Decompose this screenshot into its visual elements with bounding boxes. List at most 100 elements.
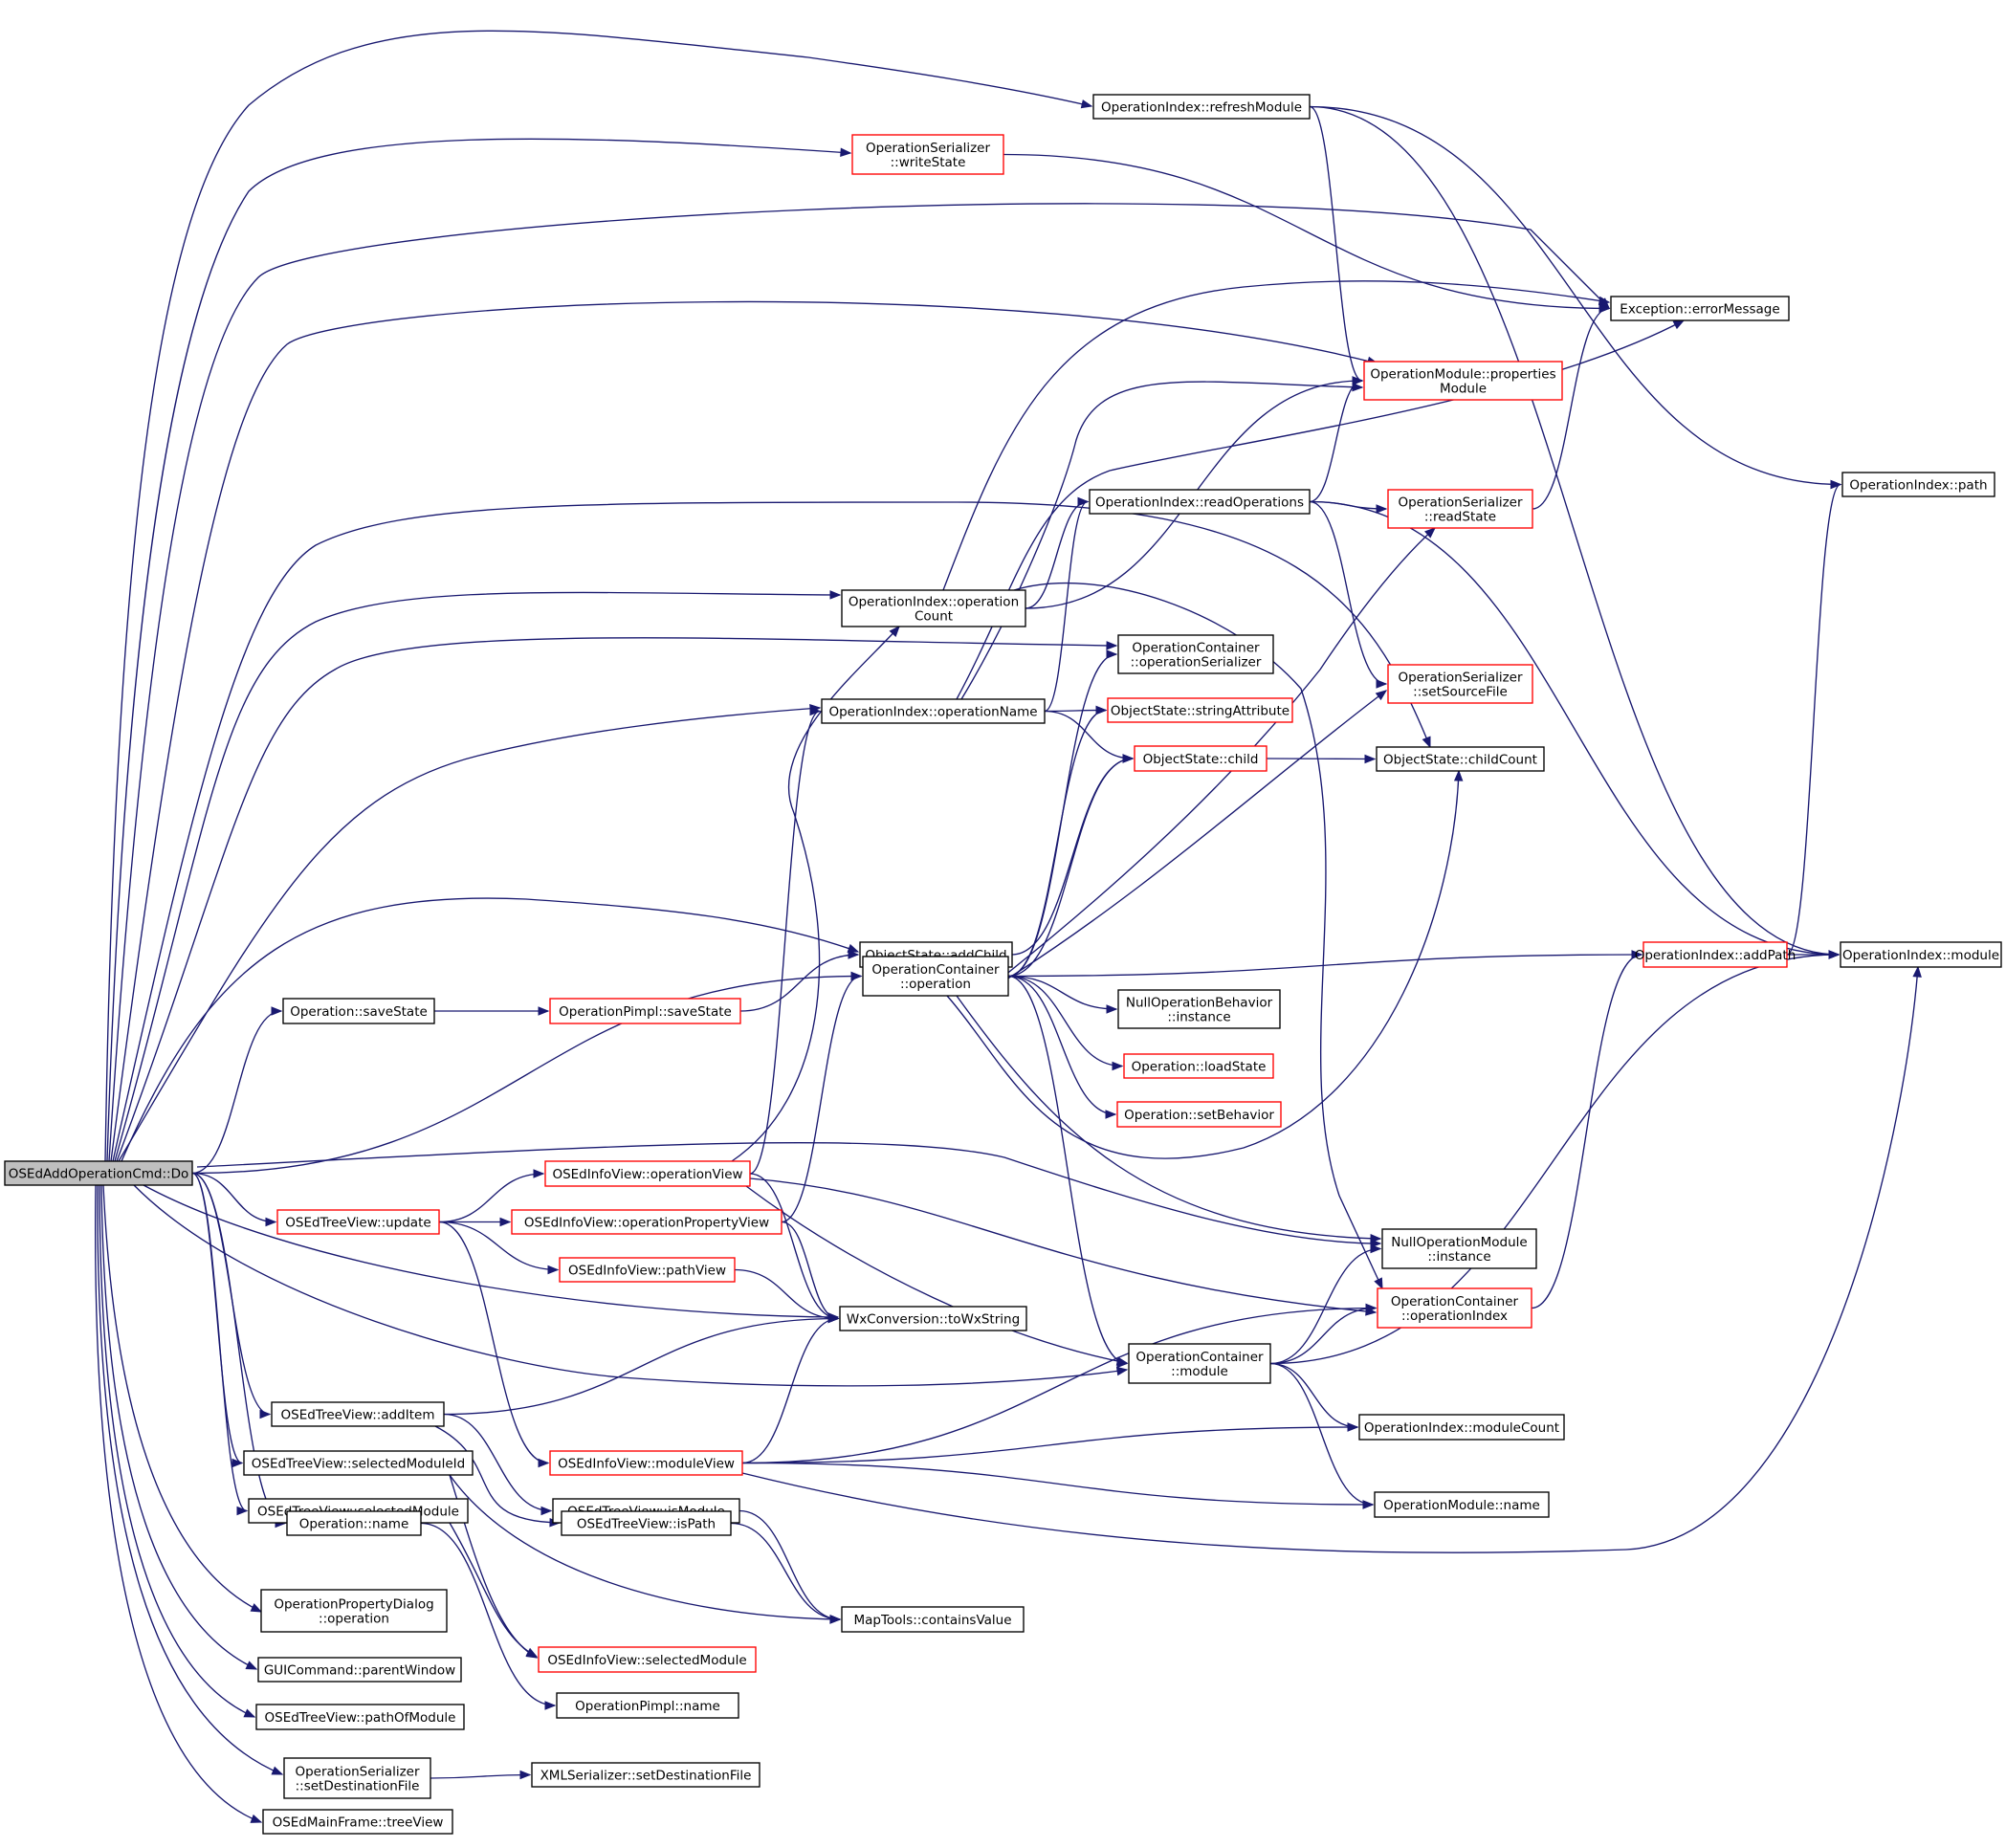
edge-root-to-parentWindow <box>100 1184 258 1670</box>
node-op-serializer[interactable]: OperationContainer::operationSerializer <box>1117 634 1274 674</box>
node-write-state[interactable]: OperationSerializer::writeState <box>851 134 1004 175</box>
edge-line <box>104 30 1092 1162</box>
edge-arrowhead <box>1370 1234 1382 1243</box>
node-set-dest-file[interactable]: OperationSerializer::setDestinationFile <box>283 1757 431 1799</box>
node-string-attr[interactable]: ObjectState::stringAttribute <box>1107 697 1293 723</box>
edge-addItem-to-isModule <box>443 1413 553 1516</box>
node-string-attr-box <box>1107 697 1293 723</box>
edge-arrowhead <box>250 1603 263 1613</box>
edge-line <box>745 1185 1128 1364</box>
edge-opSaveState-to-pimplSaveState <box>434 1006 550 1016</box>
edge-line <box>133 1184 1128 1387</box>
edge-arrowhead <box>1105 1110 1117 1119</box>
node-operation-name-box <box>286 1510 422 1536</box>
edge-arrowhead <box>519 1770 532 1780</box>
edge-readOperations-to-setSourceFile <box>1309 500 1388 689</box>
edge-line <box>1309 105 1841 486</box>
edge-root-to-addChild <box>121 897 860 1162</box>
node-null-behavior[interactable]: NullOperationBehavior::instance <box>1117 989 1281 1029</box>
node-selected-module-id[interactable]: OSEdTreeView::selectedModuleId <box>243 1450 474 1476</box>
node-os-child[interactable]: ObjectState::child <box>1134 745 1268 772</box>
node-operation-name[interactable]: Operation::name <box>286 1510 422 1536</box>
edge-arrowhead <box>889 625 900 637</box>
node-read-operations[interactable]: OperationIndex::readOperations <box>1089 489 1311 515</box>
node-child-count-box <box>1376 746 1545 772</box>
node-tree-update[interactable]: OSEdTreeView::update <box>276 1209 440 1235</box>
node-set-behavior[interactable]: Operation::setBehavior <box>1116 1101 1282 1128</box>
edge-arrowhead <box>1631 950 1643 959</box>
node-op-name[interactable]: OperationIndex::operationName <box>821 698 1046 724</box>
edge-line <box>97 1184 283 1775</box>
node-prop-dialog[interactable]: OperationPropertyDialog::operation <box>260 1589 448 1633</box>
node-null-behavior-label: NullOperationBehavior <box>1126 996 1273 1011</box>
edge-containerModule-to-nullModule <box>1269 1243 1382 1365</box>
node-null-module[interactable]: NullOperationModule::instance <box>1381 1228 1537 1269</box>
node-module-count-box <box>1358 1414 1565 1441</box>
node-tree-view-main[interactable]: OSEdMainFrame::treeView <box>262 1809 453 1835</box>
node-load-state[interactable]: Operation::loadState <box>1123 1053 1274 1079</box>
edge-containerOperation-to-setSourceFile <box>1005 690 1388 980</box>
node-path-view[interactable]: OSEdInfoView::pathView <box>559 1257 736 1283</box>
node-index-path[interactable]: OperationIndex::path <box>1841 472 1995 497</box>
node-root[interactable]: OSEdAddOperationCmd::Do <box>4 1160 193 1186</box>
edge-arrowhead <box>1115 1356 1129 1366</box>
node-op-save-state[interactable]: Operation::saveState <box>282 998 435 1024</box>
node-read-state[interactable]: OperationSerializer::readState <box>1387 489 1533 529</box>
edge-arrowhead <box>544 1701 557 1710</box>
node-op-save-state-box <box>282 998 435 1024</box>
node-add-path-label: OperationIndex::addPath <box>1635 948 1797 963</box>
node-module-count[interactable]: OperationIndex::moduleCount <box>1358 1414 1565 1441</box>
edge-line <box>191 1172 248 1512</box>
node-module-name[interactable]: OperationModule::name <box>1374 1491 1550 1518</box>
edge-arrowhead <box>547 1265 560 1275</box>
node-is-path[interactable]: OSEdTreeView::isPath <box>561 1510 732 1536</box>
node-op-save-state-label: Operation::saveState <box>290 1004 428 1020</box>
edge-containerOperation-to-childCount <box>946 769 1464 1159</box>
node-module-view-box <box>549 1450 743 1476</box>
edge-moduleView-to-indexModule <box>741 965 1922 1553</box>
node-is-path-label: OSEdTreeView::isPath <box>577 1517 716 1532</box>
node-index-path-label: OperationIndex::path <box>1849 478 1987 494</box>
node-pimpl-name[interactable]: OperationPimpl::name <box>556 1692 739 1719</box>
node-module-view[interactable]: OSEdInfoView::moduleView <box>549 1450 743 1476</box>
node-module-count-label: OperationIndex::moduleCount <box>1364 1420 1559 1436</box>
node-contains-value-box <box>841 1606 1025 1633</box>
edge-line <box>741 1307 1377 1464</box>
edge-line <box>1532 307 1610 510</box>
node-child-count[interactable]: ObjectState::childCount <box>1376 746 1545 772</box>
node-container-index[interactable]: OperationContainer::operationIndex <box>1377 1287 1532 1329</box>
node-xml-set-dest[interactable]: XMLSerializer::setDestinationFile <box>531 1762 761 1788</box>
node-prop-view[interactable]: OSEdInfoView::operationPropertyView <box>511 1209 783 1235</box>
edge-line <box>102 1184 262 1613</box>
edge-line <box>112 501 1431 1162</box>
edge-containerOperation-to-setBehavior <box>1007 975 1117 1119</box>
node-info-selected-module[interactable]: OSEdInfoView::selectedModule <box>538 1646 757 1673</box>
node-set-source-file[interactable]: OperationSerializer::setSourceFile <box>1387 664 1533 704</box>
node-contains-value[interactable]: MapTools::containsValue <box>841 1606 1025 1633</box>
node-add-item[interactable]: OSEdTreeView::addItem <box>271 1401 445 1427</box>
node-parent-window[interactable]: GUICommand::parentWindow <box>257 1657 462 1683</box>
node-root-label: OSEdAddOperationCmd::Do <box>9 1167 189 1182</box>
node-path-of-module[interactable]: OSEdTreeView::pathOfModule <box>255 1704 465 1730</box>
node-pimpl-save-state[interactable]: OperationPimpl::saveState <box>549 998 741 1024</box>
node-container-operation[interactable]: OperationContainer::operation <box>862 956 1009 997</box>
edge-moduleView-to-containerIndex <box>741 1303 1378 1464</box>
node-refresh-module[interactable]: OperationIndex::refreshModule <box>1092 94 1311 120</box>
edge-moduleView-to-moduleName <box>741 1462 1375 1509</box>
node-container-module[interactable]: OperationContainer::module <box>1128 1343 1271 1384</box>
node-index-module[interactable]: OperationIndex::module <box>1840 941 2002 968</box>
edge-opView-to-opName <box>749 706 822 1175</box>
node-add-path[interactable]: OperationIndex::addPath <box>1635 941 1797 968</box>
node-op-view[interactable]: OSEdInfoView::operationView <box>544 1160 751 1187</box>
node-operation-name-label: Operation::name <box>299 1517 409 1532</box>
node-op-view-box <box>544 1160 751 1187</box>
edge-arrowhead <box>243 1708 256 1718</box>
edge-arrowhead <box>1424 527 1437 539</box>
edge-arrowhead <box>827 1313 840 1324</box>
node-to-wx-string[interactable]: WxConversion::toWxString <box>839 1306 1027 1331</box>
node-error-message[interactable]: Exception::errorMessage <box>1610 296 1790 321</box>
node-xml-set-dest-label: XMLSerializer::setDestinationFile <box>540 1769 752 1784</box>
